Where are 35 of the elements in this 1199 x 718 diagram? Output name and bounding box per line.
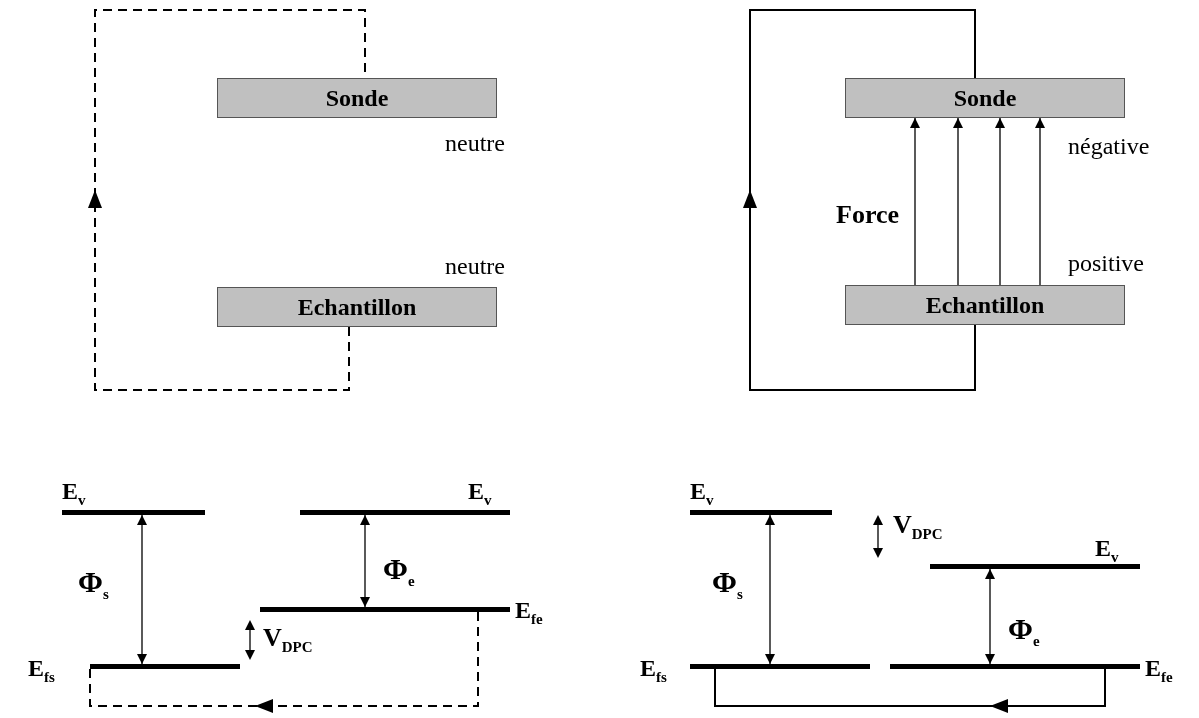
force-label: Force: [836, 200, 900, 230]
energy-level-label: E$_{v}$: [1095, 535, 1119, 566]
charge-label: neutre: [445, 130, 505, 157]
symbol-label: Φ$_{s}$: [712, 565, 743, 603]
force-arrow: [910, 117, 920, 286]
force-arrow: [1035, 117, 1045, 286]
symbol-label: Φ$_{e}$: [383, 552, 415, 590]
symbol-label: V$_{DPC}$: [893, 510, 943, 544]
double-arrow: [765, 514, 775, 665]
plate-label: Sonde: [953, 84, 1017, 112]
plate-box: [845, 78, 1125, 118]
double-arrow: [360, 514, 370, 608]
force-arrow: [953, 117, 963, 286]
plate-label: Sonde: [325, 84, 389, 112]
plate-label: Echantillon: [925, 291, 1045, 319]
symbol-label: Φ$_{e}$: [1008, 612, 1040, 650]
energy-level-label: E$_{fe}$: [1145, 655, 1173, 686]
force-arrow: [995, 117, 1005, 286]
plate-box: [845, 285, 1125, 325]
energy-level-label: E$_{fs}$: [640, 655, 667, 686]
double-arrow: [137, 514, 147, 665]
symbol-label: Φ$_{s}$: [78, 565, 109, 603]
plate-box: [217, 287, 497, 327]
double-arrow: [985, 568, 995, 665]
plate-label: Echantillon: [297, 293, 417, 321]
charge-label: positive: [1068, 250, 1144, 277]
energy-level-label: E$_{v}$: [62, 478, 86, 509]
energy-level-label: E$_{fs}$: [28, 655, 55, 686]
plate-box: [217, 78, 497, 118]
energy-level-label: E$_{v}$: [468, 478, 492, 509]
energy-level-label: E$_{v}$: [690, 478, 714, 509]
charge-label: négative: [1068, 133, 1150, 160]
energy-level-label: E$_{fe}$: [515, 597, 543, 628]
charge-label: neutre: [445, 253, 505, 280]
symbol-label: V$_{DPC}$: [263, 623, 313, 657]
